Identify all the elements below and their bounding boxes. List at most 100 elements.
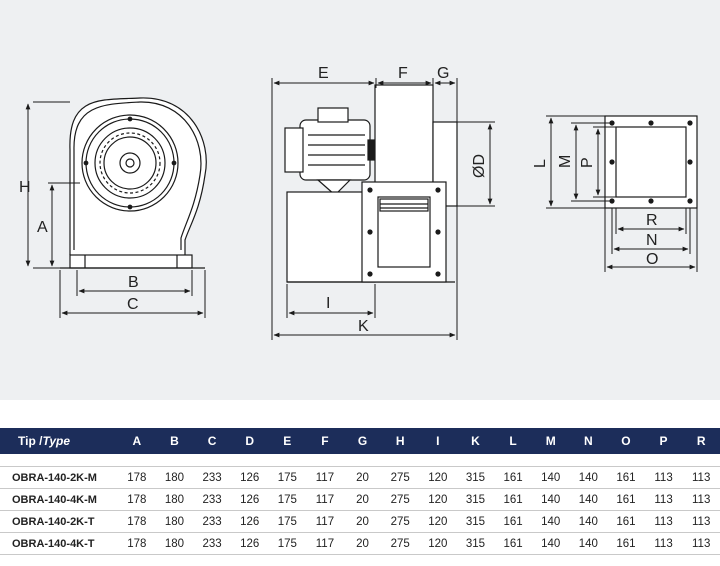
value-cell: 140	[531, 466, 570, 489]
value-cell: 113	[644, 532, 683, 555]
value-cell: 140	[569, 532, 608, 555]
value-cell: 117	[306, 532, 344, 555]
value-cell: 113	[682, 532, 720, 555]
value-cell: 140	[531, 510, 570, 533]
value-cell: 178	[118, 466, 156, 489]
label-E: E	[318, 65, 329, 82]
value-cell: 140	[569, 510, 608, 533]
label-D: ØD	[471, 154, 488, 178]
header-col: M	[531, 428, 570, 454]
value-cell: 175	[268, 510, 307, 533]
label-P: P	[579, 157, 596, 168]
front-view	[284, 84, 458, 283]
value-cell: 275	[381, 466, 419, 489]
header-type-label: Type	[42, 434, 71, 448]
value-cell: 113	[644, 466, 683, 489]
value-cell: 20	[343, 466, 382, 489]
value-cell: 113	[644, 510, 683, 533]
value-cell: 315	[456, 510, 495, 533]
label-O: O	[646, 251, 658, 268]
flange-view	[604, 115, 698, 209]
value-cell: 161	[494, 510, 532, 533]
value-cell: 126	[230, 532, 269, 555]
dimensions-table: Tip /Type A B C D E F G H I K L M N O P …	[0, 428, 720, 555]
header-col: E	[268, 428, 307, 454]
label-C: C	[127, 296, 139, 313]
value-cell: 233	[193, 466, 231, 489]
value-cell: 275	[381, 510, 419, 533]
header-col: G	[343, 428, 382, 454]
value-cell: 113	[682, 466, 720, 489]
header-col: B	[155, 428, 194, 454]
value-cell: 120	[419, 510, 457, 533]
value-cell: 178	[118, 532, 156, 555]
value-cell: 117	[306, 510, 344, 533]
value-cell: 126	[230, 488, 269, 511]
header-col: L	[494, 428, 532, 454]
header-col: K	[456, 428, 495, 454]
value-cell: 20	[343, 510, 382, 533]
value-cell: 175	[268, 532, 307, 555]
header-col: N	[569, 428, 608, 454]
header-col: D	[230, 428, 269, 454]
value-cell: 126	[230, 466, 269, 489]
value-cell: 140	[531, 488, 570, 511]
value-cell: 275	[381, 532, 419, 555]
value-cell: 178	[118, 510, 156, 533]
value-cell: 140	[569, 488, 608, 511]
label-F: F	[398, 65, 408, 82]
value-cell: 117	[306, 488, 344, 511]
header-col: O	[607, 428, 645, 454]
label-B: B	[128, 274, 139, 291]
value-cell: 140	[531, 532, 570, 555]
technical-drawing: H A B C	[19, 65, 698, 340]
value-cell: 175	[268, 466, 307, 489]
model-cell: OBRA-140-2K-T	[0, 510, 118, 533]
value-cell: 126	[230, 510, 269, 533]
value-cell: 161	[494, 488, 532, 511]
value-cell: 180	[155, 510, 194, 533]
value-cell: 233	[193, 488, 231, 511]
model-cell: OBRA-140-2K-M	[0, 466, 118, 489]
label-R: R	[646, 212, 658, 229]
value-cell: 113	[644, 488, 683, 511]
value-cell: 120	[419, 532, 457, 555]
value-cell: 117	[306, 466, 344, 489]
header-col: P	[644, 428, 683, 454]
value-cell: 161	[494, 532, 532, 555]
header-col: H	[381, 428, 419, 454]
label-K: K	[358, 318, 369, 335]
value-cell: 315	[456, 466, 495, 489]
value-cell: 233	[193, 532, 231, 555]
value-cell: 120	[419, 466, 457, 489]
value-cell: 161	[607, 466, 645, 489]
value-cell: 275	[381, 488, 419, 511]
label-N: N	[646, 232, 658, 249]
value-cell: 161	[607, 532, 645, 555]
value-cell: 315	[456, 532, 495, 555]
model-cell: OBRA-140-4K-M	[0, 488, 118, 511]
flange-dimensions	[546, 115, 698, 272]
value-cell: 120	[419, 488, 457, 511]
label-I: I	[326, 295, 330, 312]
value-cell: 180	[155, 466, 194, 489]
value-cell: 113	[682, 488, 720, 511]
label-G: G	[437, 65, 449, 82]
label-L: L	[532, 159, 549, 168]
table-spacer-row	[0, 454, 720, 467]
header-col: F	[306, 428, 344, 454]
value-cell: 140	[569, 466, 608, 489]
header-col: C	[193, 428, 231, 454]
front-dimensions	[271, 78, 495, 340]
value-cell: 161	[607, 510, 645, 533]
header-col: A	[118, 428, 156, 454]
side-dimensions	[25, 101, 206, 318]
header-col: I	[419, 428, 457, 454]
value-cell: 113	[682, 510, 720, 533]
header-type: Tip /Type	[0, 428, 118, 454]
